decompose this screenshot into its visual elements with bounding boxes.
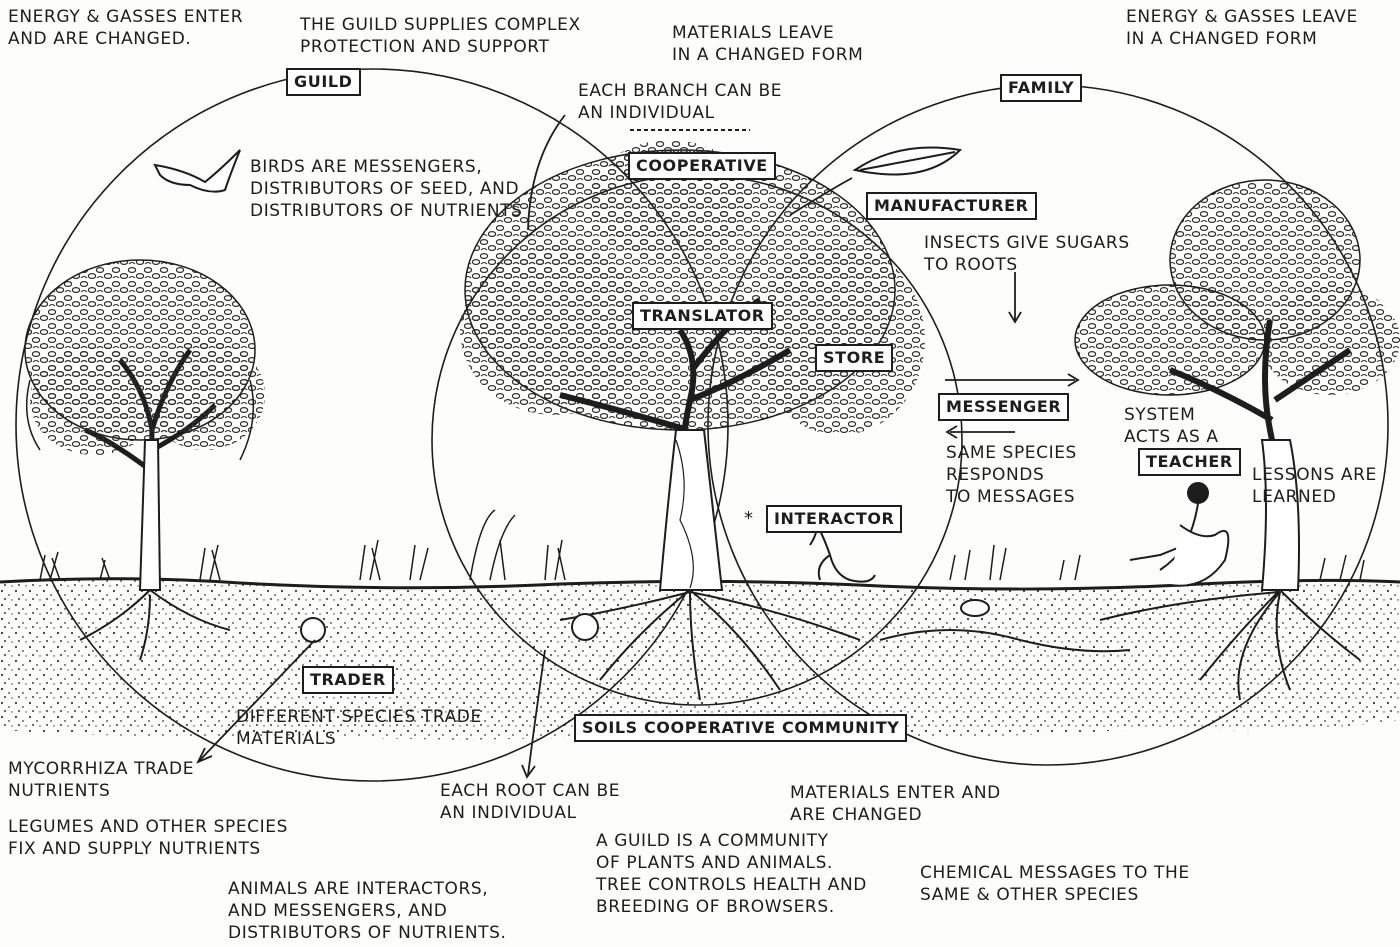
guild-box: GUILD bbox=[286, 68, 361, 96]
arrow-manufacturer bbox=[789, 177, 853, 216]
person-icon bbox=[1129, 482, 1230, 587]
animals-note: ANIMALS ARE INTERACTORS,AND MESSENGERS, … bbox=[228, 879, 507, 943]
interactor-box: INTERACTOR bbox=[766, 505, 903, 533]
arrow-mycorrhiza bbox=[199, 639, 316, 761]
left-tree bbox=[24, 259, 265, 591]
ground-plants bbox=[39, 509, 1365, 581]
diagram-arrows bbox=[196, 114, 1080, 779]
family-box: FAMILY bbox=[1000, 74, 1083, 102]
bird-icon bbox=[153, 149, 241, 193]
arrow-each-root bbox=[527, 649, 546, 776]
root-systems bbox=[79, 589, 1361, 701]
manufacturer-box: MANUFACTURER bbox=[866, 192, 1037, 220]
interactor-asterisk: * bbox=[744, 508, 754, 529]
teacher-box: TEACHER bbox=[1138, 448, 1241, 476]
soils-community-box: SOILS COOPERATIVE COMMUNITY bbox=[574, 714, 908, 742]
messenger-box: MESSENGER bbox=[938, 393, 1070, 421]
soil-objects bbox=[300, 599, 990, 643]
store-box: STORE bbox=[815, 344, 894, 372]
cooperative-box: COOPERATIVE bbox=[628, 152, 776, 180]
birds-note: BIRDS ARE MESSENGERS,DISTRIBUTORS OF SEE… bbox=[250, 157, 523, 221]
trader-box: TRADER bbox=[302, 666, 394, 694]
translator-box: TRANSLATOR bbox=[632, 302, 773, 330]
arrow-each-branch bbox=[527, 114, 566, 231]
right-tree bbox=[1074, 179, 1400, 591]
leaf-icon bbox=[852, 146, 963, 176]
